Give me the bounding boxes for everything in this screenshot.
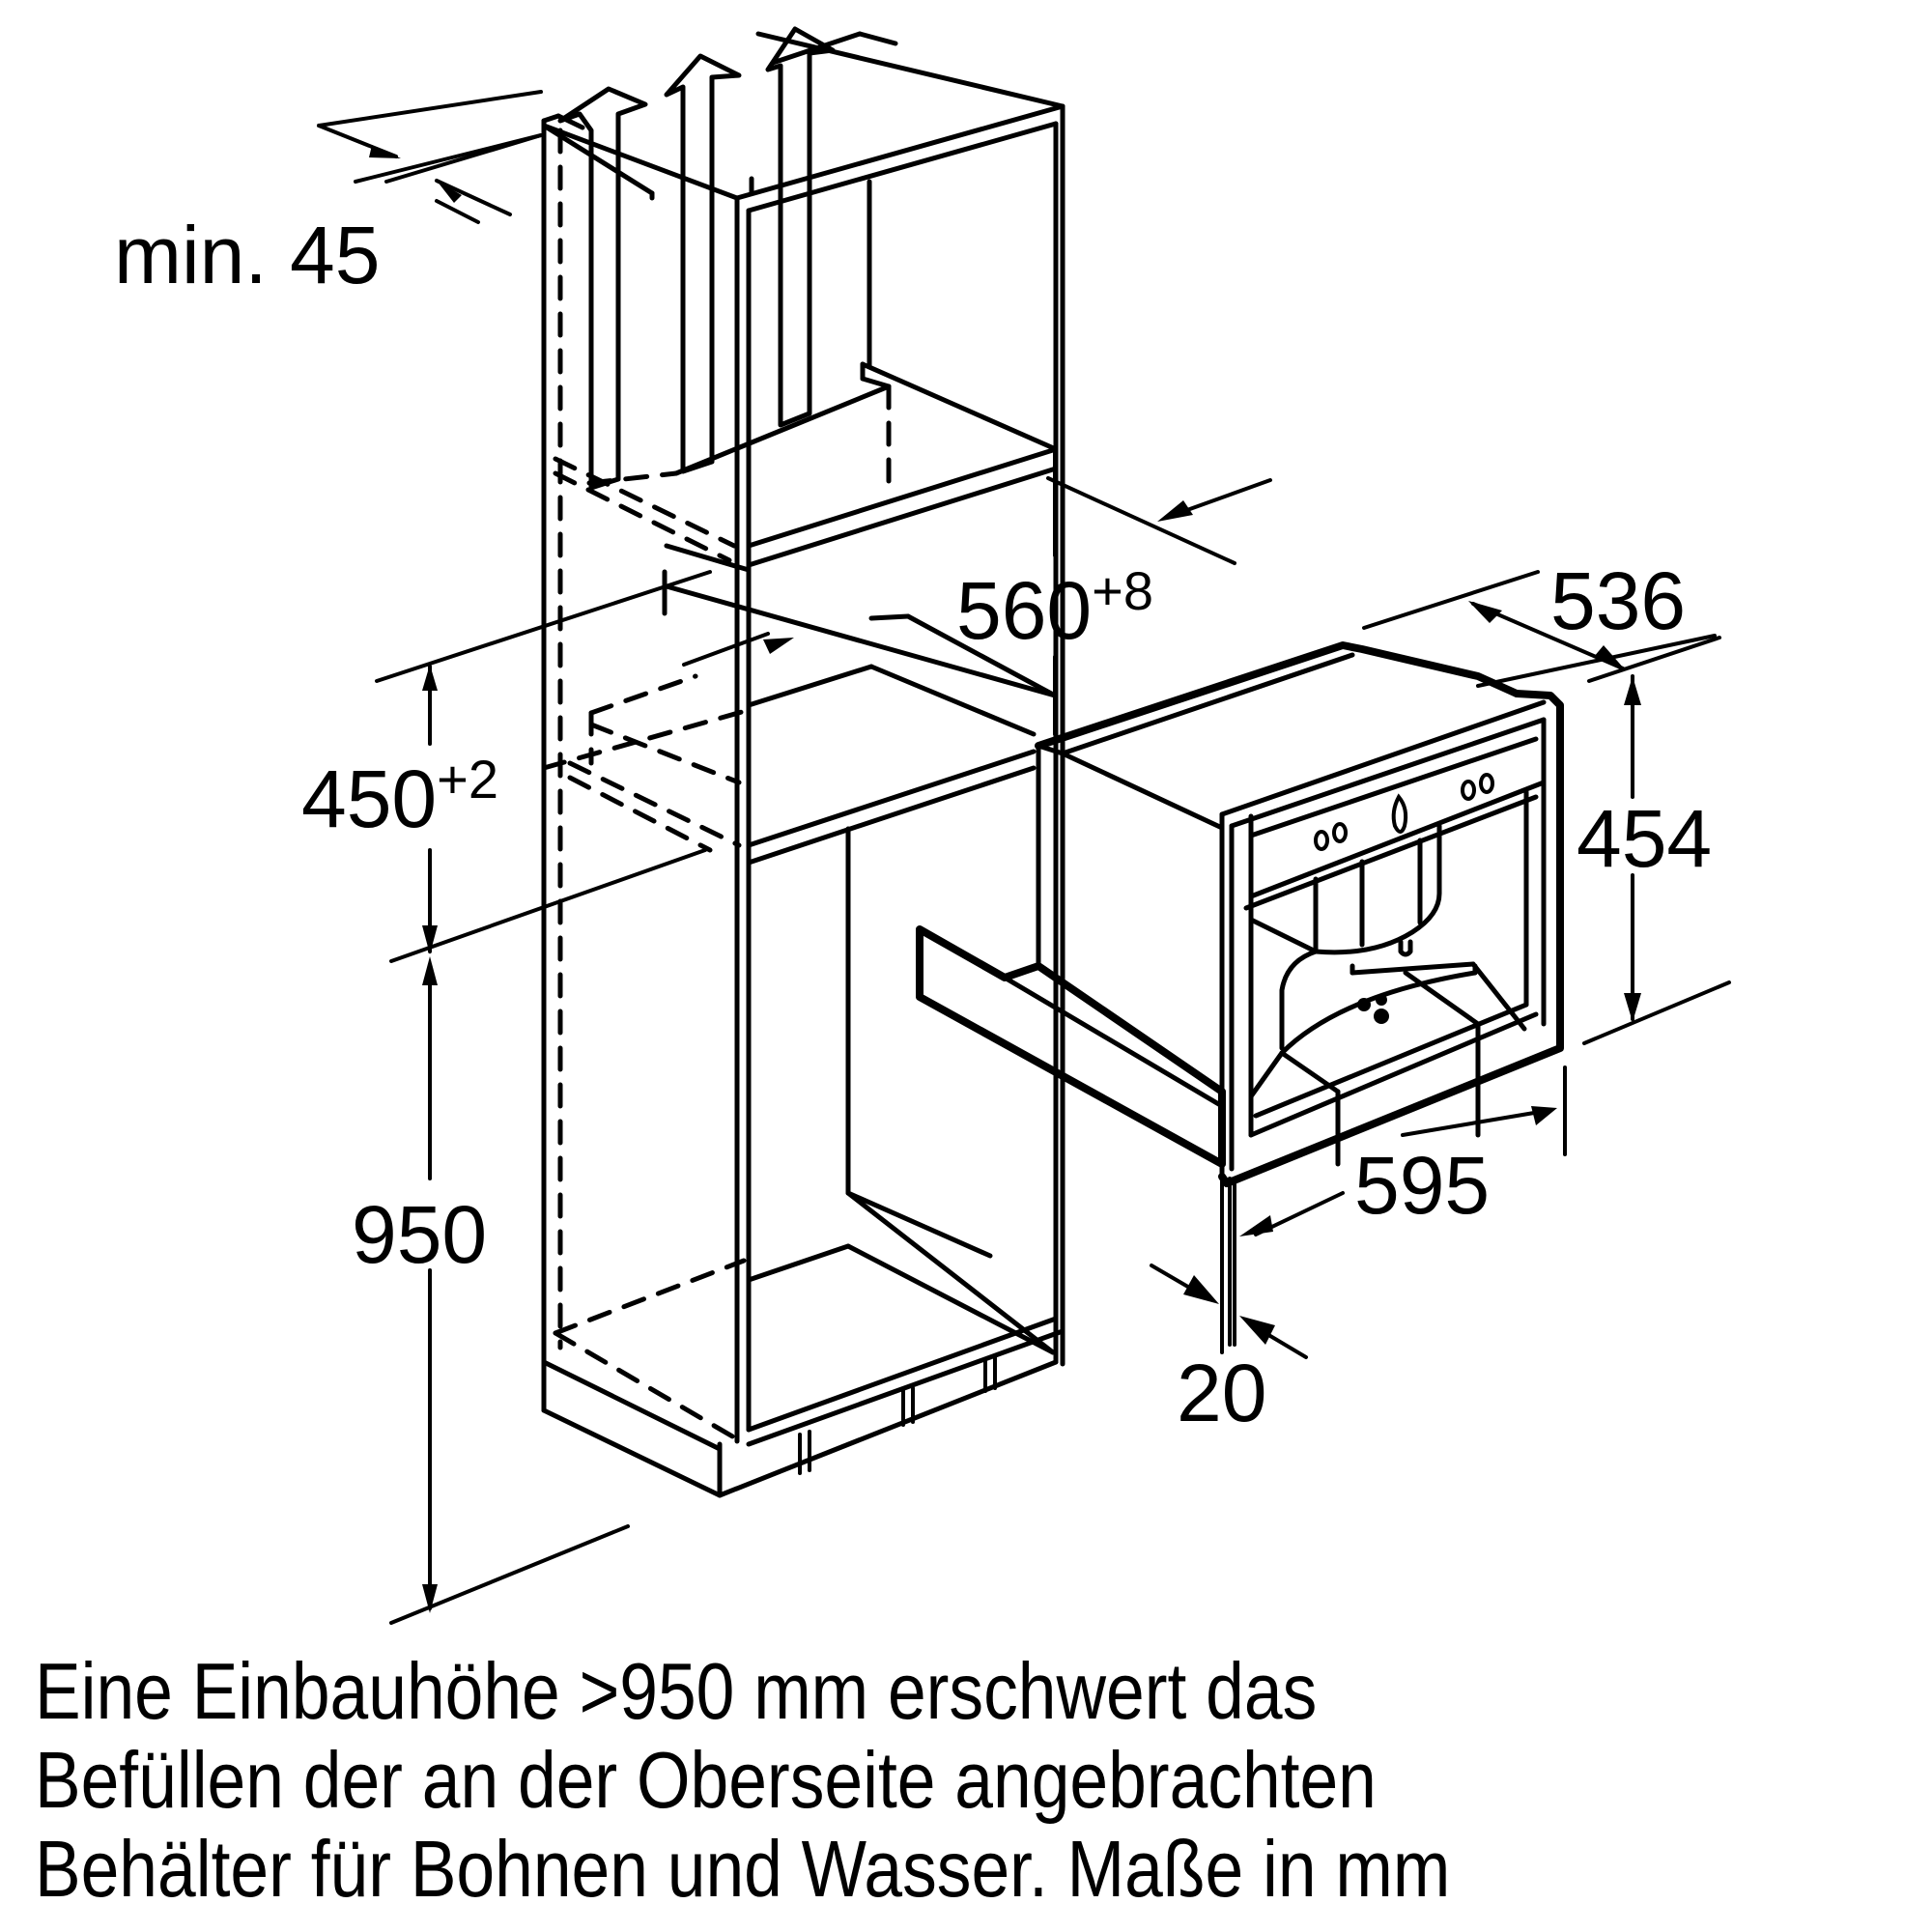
dim-560-label: 560+8 bbox=[956, 564, 1153, 652]
niche-height-value: 450 bbox=[301, 753, 438, 844]
appliance-depth-value: 536 bbox=[1550, 555, 1687, 646]
dim-536-label: 536 bbox=[1550, 560, 1686, 641]
dim-595-label: 595 bbox=[1354, 1145, 1490, 1226]
niche-depth-value: 560 bbox=[956, 565, 1093, 656]
coffee-machine bbox=[916, 641, 1564, 1354]
note-line-1: Eine Einbauhöhe >950 mm erschwert das bbox=[35, 1646, 1318, 1736]
dim-20-label: 20 bbox=[1177, 1352, 1266, 1434]
installation-note: Eine Einbauhöhe >950 mm erschwert das Be… bbox=[35, 1647, 1666, 1914]
note-line-2: Befüllen der an der Oberseite angebracht… bbox=[35, 1735, 1377, 1825]
niche-height-tolerance: +2 bbox=[437, 749, 499, 810]
dim-450-label: 450+2 bbox=[301, 753, 498, 840]
installation-height-value: 950 bbox=[352, 1189, 488, 1280]
ventilation-gap-text: min. 45 bbox=[114, 210, 381, 300]
dimension-lines bbox=[317, 90, 1731, 1625]
dim-454-label: 454 bbox=[1577, 798, 1712, 879]
appliance-width-value: 595 bbox=[1354, 1140, 1491, 1231]
niche-depth-tolerance: +8 bbox=[1092, 560, 1154, 621]
appliance-height-value: 454 bbox=[1577, 793, 1713, 884]
front-projection-value: 20 bbox=[1177, 1348, 1267, 1438]
dim-min-45-label: min. 45 bbox=[114, 214, 380, 296]
dim-950-label: 950 bbox=[352, 1194, 487, 1275]
note-line-3: Behälter für Bohnen und Wasser. Maße in … bbox=[35, 1824, 1451, 1914]
